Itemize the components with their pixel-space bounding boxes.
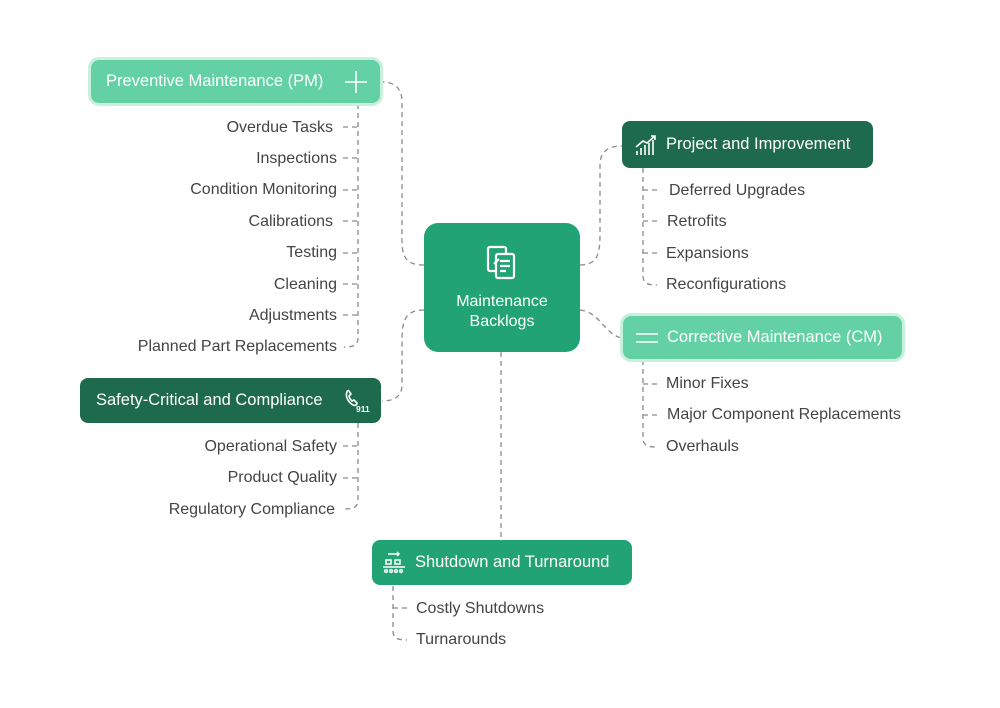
branch-safety-critical-compliance[interactable]: Safety-Critical and Compliance 911 (80, 378, 381, 423)
branch-corrective-maintenance[interactable]: Corrective Maintenance (CM) (623, 316, 902, 359)
list-item: Operational Safety (204, 438, 337, 455)
list-item: Inspections (256, 150, 337, 167)
list-item: Costly Shutdowns (416, 600, 545, 617)
equals-lines-icon (635, 328, 659, 348)
branch-project-improvement[interactable]: Project and Improvement (622, 121, 873, 168)
connector-center-pm (381, 81, 425, 266)
plus-icon (344, 70, 368, 94)
connector-project-spine (642, 168, 658, 286)
connector-center-project (579, 145, 623, 266)
list-item: Overhauls (666, 438, 739, 455)
connector-center-safety (381, 309, 425, 402)
list-item: Regulatory Compliance (168, 501, 335, 518)
central-node-maintenance-backlogs[interactable]: Maintenance Backlogs (424, 223, 580, 352)
connector-shutdown-spine (392, 586, 408, 641)
branch-title: Safety-Critical and Compliance (96, 391, 323, 409)
list-item: Minor Fixes (666, 375, 749, 392)
emergency-call-911-icon: 911 (343, 388, 371, 414)
list-item: Deferred Upgrades (669, 182, 806, 199)
list-item: Product Quality (227, 469, 337, 486)
branch-preventive-maintenance[interactable]: Preventive Maintenance (PM) (91, 60, 380, 103)
connector-center-cm (579, 309, 623, 339)
documents-icon (485, 244, 519, 282)
conveyor-icon (382, 550, 406, 575)
list-item: Planned Part Replacements (137, 338, 337, 355)
connector-safety-spine (343, 423, 359, 510)
list-item: Testing (286, 244, 337, 261)
branch-title: Shutdown and Turnaround (415, 553, 610, 571)
list-item: Reconfigurations (666, 276, 787, 293)
branch-title: Preventive Maintenance (PM) (106, 72, 324, 90)
list-item: Calibrations (248, 213, 333, 230)
svg-text:911: 911 (356, 404, 370, 414)
branch-title: Project and Improvement (666, 135, 851, 153)
list-item: Condition Monitoring (190, 181, 337, 198)
connector-cm-spine (642, 360, 658, 448)
list-item: Major Component Replacements (667, 406, 901, 423)
list-item: Expansions (666, 245, 749, 262)
growth-chart-icon (634, 133, 658, 157)
central-node-title: Maintenance Backlogs (456, 292, 548, 330)
list-item: Cleaning (273, 276, 337, 293)
list-item: Retrofits (667, 213, 727, 230)
list-item: Adjustments (248, 307, 337, 324)
branch-title: Corrective Maintenance (CM) (667, 328, 883, 346)
branch-shutdown-turnaround[interactable]: Shutdown and Turnaround (372, 540, 632, 585)
connector-pm-spine (343, 104, 359, 348)
list-item: Overdue Tasks (226, 119, 333, 136)
list-item: Turnarounds (416, 631, 507, 648)
